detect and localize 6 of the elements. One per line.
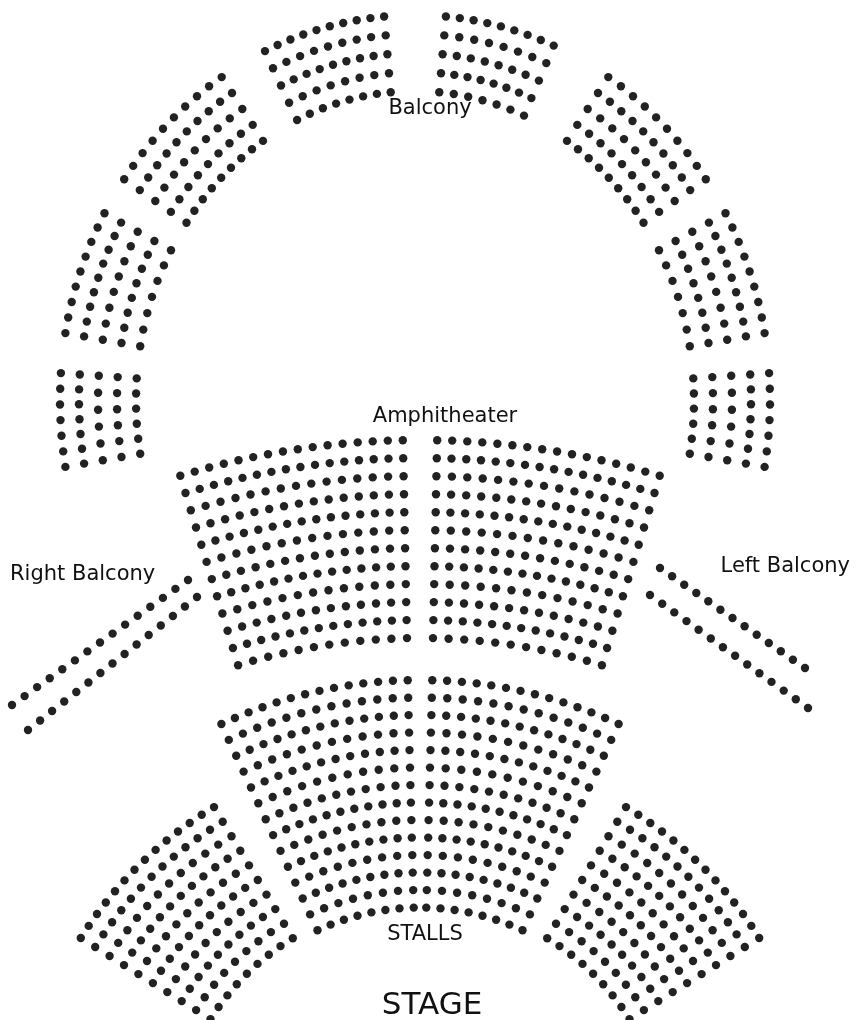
section-label: Amphitheater <box>372 404 518 426</box>
section-label: STALLS <box>387 922 463 944</box>
section-label: Left Balcony <box>720 554 850 576</box>
stage-label: STAGE <box>381 987 483 1019</box>
section-label: Right Balcony <box>10 562 156 584</box>
section-label: Balcony <box>388 96 472 118</box>
